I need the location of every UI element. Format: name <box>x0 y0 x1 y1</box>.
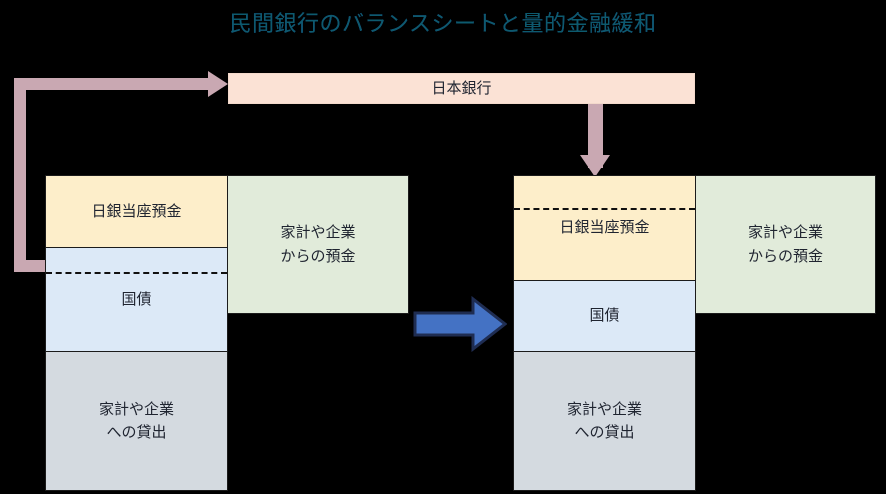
before-asset-loans-box[interactable]: 家計や企業 への貸出 <box>45 351 228 491</box>
after-reserve-increase-divider <box>514 208 695 210</box>
transition-arrow <box>413 296 507 352</box>
before-liability-deposits-line2: からの預金 <box>280 246 356 265</box>
before-bonds-purchase-divider <box>46 272 227 274</box>
after-liability-deposits-box[interactable]: 家計や企業 からの預金 <box>695 175 876 314</box>
boj-to-reserve-arrow-stem <box>588 104 603 168</box>
central-bank-box[interactable]: 日本銀行 <box>228 73 695 104</box>
boj-to-reserve-arrowhead <box>580 155 610 177</box>
before-asset-reserve-box[interactable]: 日銀当座預金 <box>45 175 228 248</box>
bonds-to-boj-arrowhead <box>208 71 228 97</box>
before-liability-deposits-box[interactable]: 家計や企業 からの預金 <box>227 175 409 314</box>
after-liability-deposits-line1: 家計や企業 <box>747 223 823 242</box>
before-asset-bonds-box[interactable]: 国債 <box>45 247 228 352</box>
after-asset-loans-line1: 家計や企業 <box>566 399 642 418</box>
bonds-to-boj-arrow-stem-vertical <box>14 78 26 272</box>
after-asset-reserve-box[interactable]: 日銀当座預金 <box>513 175 696 281</box>
page-title-ghost: 民間銀行のバランスシートと量的金融緩和 <box>229 12 657 37</box>
bonds-to-boj-arrow-stem-horizontal-upper <box>14 78 210 90</box>
before-asset-loans-line2: への貸出 <box>106 423 167 441</box>
after-asset-loans-line2: への貸出 <box>574 423 635 441</box>
after-liability-deposits-line2: からの預金 <box>747 246 823 265</box>
after-asset-loans-box[interactable]: 家計や企業 への貸出 <box>513 351 696 491</box>
after-asset-bonds-box[interactable]: 国債 <box>513 280 696 352</box>
page-title: 民間銀行のバランスシートと量的金融緩和 <box>229 12 657 37</box>
before-asset-loans-line1: 家計や企業 <box>98 399 174 418</box>
before-liability-deposits-line1: 家計や企業 <box>280 223 356 242</box>
